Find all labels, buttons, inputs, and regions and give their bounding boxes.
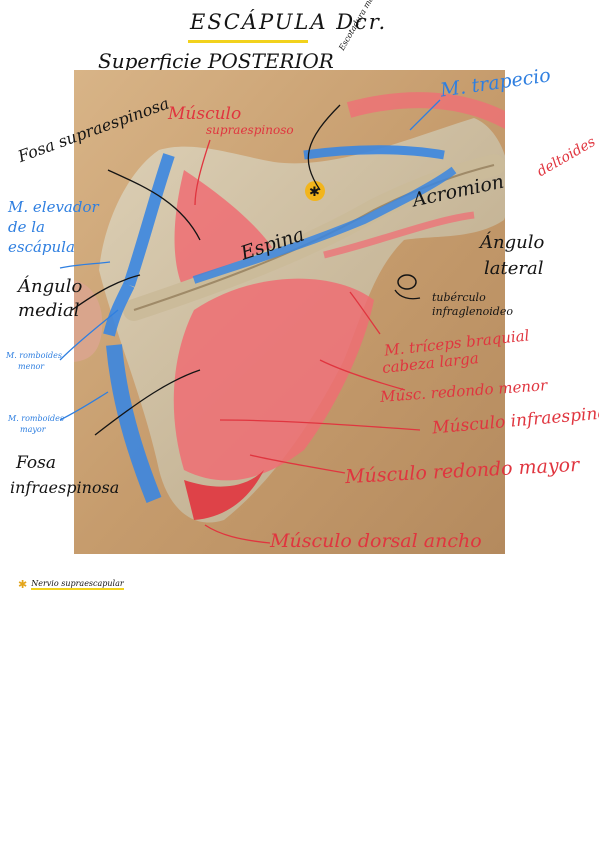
label-angulo-medial-1: Ángulo bbox=[18, 276, 83, 297]
page-subtitle: Superficie POSTERIOR bbox=[98, 49, 334, 73]
title-highlight bbox=[188, 40, 308, 43]
latissimus-area bbox=[184, 470, 264, 520]
label-fosa-infra-2: infraespinosa bbox=[10, 478, 120, 497]
spine-trapezius-blue bbox=[192, 166, 457, 284]
tubercle-circle bbox=[397, 274, 417, 290]
svg-text:✱: ✱ bbox=[309, 185, 320, 200]
label-m-elevador-1: M. elevador bbox=[8, 198, 99, 216]
label-deltoides: deltoides bbox=[534, 133, 599, 181]
label-fosa-infra-1: Fosa bbox=[16, 453, 56, 473]
label-romboides-menor-2: menor bbox=[18, 362, 45, 371]
label-romboides-mayor-2: mayor bbox=[20, 425, 46, 434]
legend-text: Nervio supraescapular bbox=[31, 579, 124, 590]
label-musculo: Músculo bbox=[168, 104, 242, 124]
label-m-elevador-2: de la bbox=[8, 218, 45, 236]
label-angulo-lateral-1: Ángulo bbox=[480, 232, 545, 253]
label-m-elevador-3: escápula bbox=[8, 238, 75, 256]
deltoid-origin bbox=[323, 211, 475, 259]
label-tuberculo-1: tubérculo bbox=[432, 291, 486, 304]
label-dorsal-ancho: Músculo dorsal ancho bbox=[270, 530, 482, 552]
label-supraespinoso: supraespinoso bbox=[206, 123, 294, 137]
label-angulo-medial-2: medial bbox=[18, 300, 80, 321]
label-tuberculo-2: infraglenoideo bbox=[432, 305, 513, 318]
asterisk-icon: ✱ bbox=[18, 578, 28, 591]
label-angulo-lateral-2: lateral bbox=[484, 258, 544, 279]
label-romboides-mayor-1: M. romboides bbox=[8, 414, 64, 423]
legend: ✱ Nervio supraescapular bbox=[18, 578, 124, 591]
page-title: ESCÁPULA Dcr. bbox=[190, 10, 388, 34]
label-romboides-menor-1: M. romboides bbox=[6, 351, 62, 360]
